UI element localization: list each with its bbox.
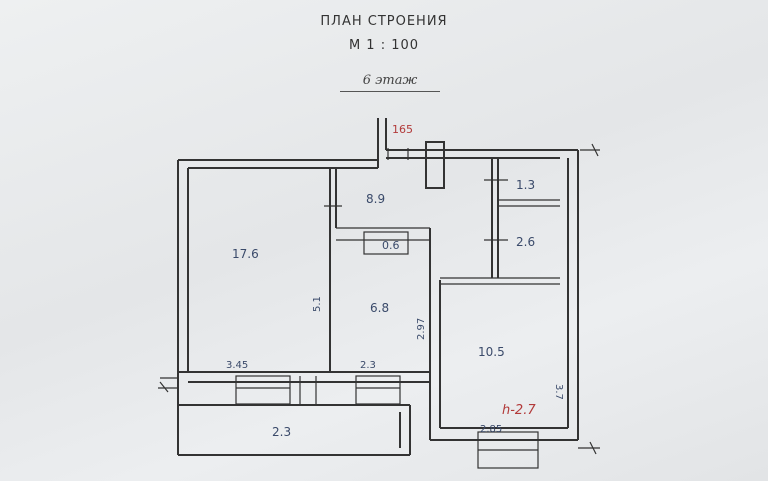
floor-label: 6 этаж [340,73,440,92]
dimension-kitchen-height: 3.7 [553,384,564,400]
dimension-bedroom-width: 2.3 [360,360,376,371]
room-area-kitchen: 10.5 [478,345,505,359]
dimension-top: 165 [392,123,413,136]
room-area-living: 17.6 [232,247,259,261]
dimension-bedroom-height: 2.97 [416,318,427,340]
interior-walls [329,158,560,372]
room-area-pantry: 0.6 [382,239,400,252]
ceiling-height-label: h-2.7 [502,403,536,418]
room-area-balcony: 2.3 [272,425,291,439]
dimension-living-height: 5.1 [312,296,323,312]
room-area-hall: 8.9 [366,192,385,206]
plan-scale: М 1 : 100 [348,38,420,53]
room-area-bedroom: 6.8 [370,301,389,315]
dimension-kitchen-width: 2.85 [480,424,502,435]
room-area-bath: 2.6 [516,235,535,249]
outer-walls [177,118,579,456]
dimension-marks [159,143,600,455]
plan-title: ПЛАН СТРОЕНИЯ [320,14,448,29]
dimension-living-width: 3.45 [226,360,248,371]
room-area-wc: 1.3 [516,178,535,192]
windows [158,375,539,469]
